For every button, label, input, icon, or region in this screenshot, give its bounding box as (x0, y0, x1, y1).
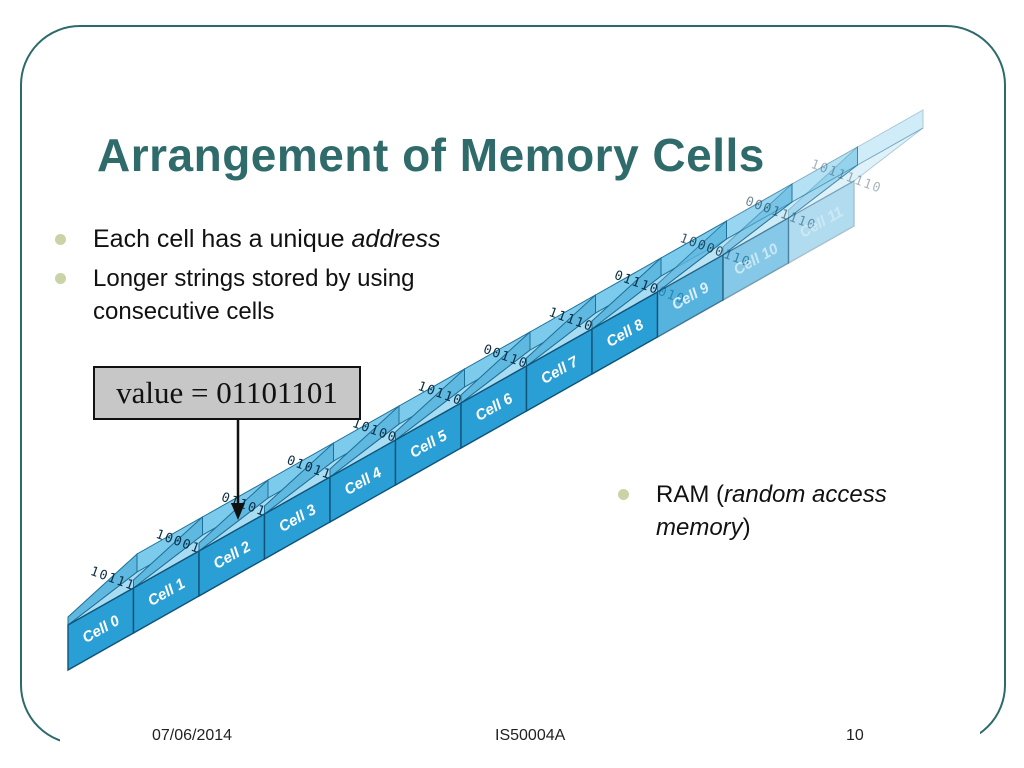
cell-front (787, 179, 855, 265)
bullet-emphasis: address (351, 225, 441, 253)
ram-close-paren: ) (742, 514, 751, 541)
bullet-consecutive-cells: Longer strings stored by using consecuti… (55, 262, 525, 328)
cell-divider (133, 515, 203, 590)
ram-emphasis: random access memory (656, 481, 887, 541)
ram-text: RAM ( (656, 481, 724, 508)
cell-front (722, 216, 790, 302)
value-box: value = 01101101 (93, 366, 361, 420)
cell-divider (657, 219, 727, 294)
ram-bullet-list: RAM (random access memory) (618, 478, 958, 544)
bullet-list: Each cell has a unique address Longer st… (55, 222, 525, 328)
cell-divider (395, 367, 465, 442)
cell-divider (460, 330, 531, 405)
cell-divider (264, 441, 334, 516)
footer-page-number: 10 (846, 727, 864, 744)
footer-date: 07/06/2014 (152, 727, 233, 744)
cell-divider (67, 552, 138, 627)
frame-bottom-mask (60, 690, 980, 760)
cell-divider (329, 404, 400, 479)
cell-back-wall (857, 109, 924, 166)
bullet-text: Each cell has a unique (93, 225, 352, 253)
bullet-unique-address: Each cell has a unique address (55, 222, 525, 256)
bullet-ram: RAM (random access memory) (618, 478, 958, 544)
cell-divider (722, 182, 793, 257)
footer-course-code: IS50004A (495, 727, 566, 744)
cell-floor (788, 127, 924, 219)
cell-divider (526, 293, 596, 368)
cell-divider (198, 478, 269, 553)
cell-divider (788, 145, 858, 220)
cell-divider (591, 256, 662, 331)
slide-title: Arrangement of Memory Cells (97, 129, 765, 181)
pointer-arrow (231, 420, 245, 520)
